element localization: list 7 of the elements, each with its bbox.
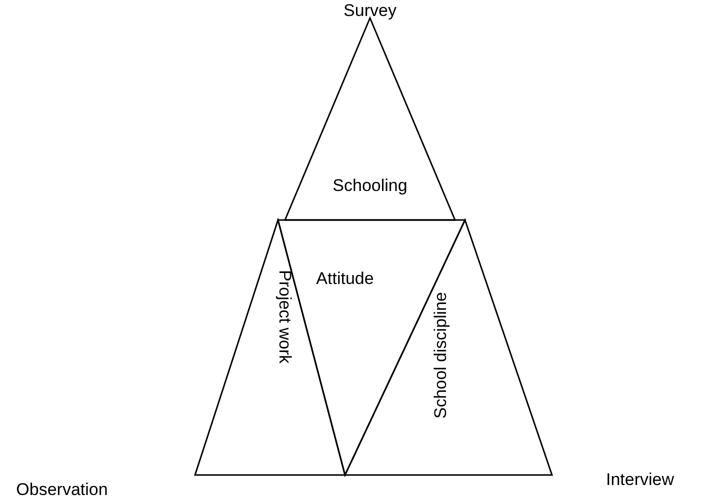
vertex-label: Survey xyxy=(344,2,396,19)
triangle-label: School discipline xyxy=(432,292,448,418)
triangle-label: Project work xyxy=(276,270,294,364)
triangle-label: Attitude xyxy=(316,270,374,286)
vertex-label: Interview xyxy=(606,471,674,488)
triangle-label: Schooling xyxy=(332,176,408,194)
vertex-label: Observation xyxy=(16,481,108,498)
